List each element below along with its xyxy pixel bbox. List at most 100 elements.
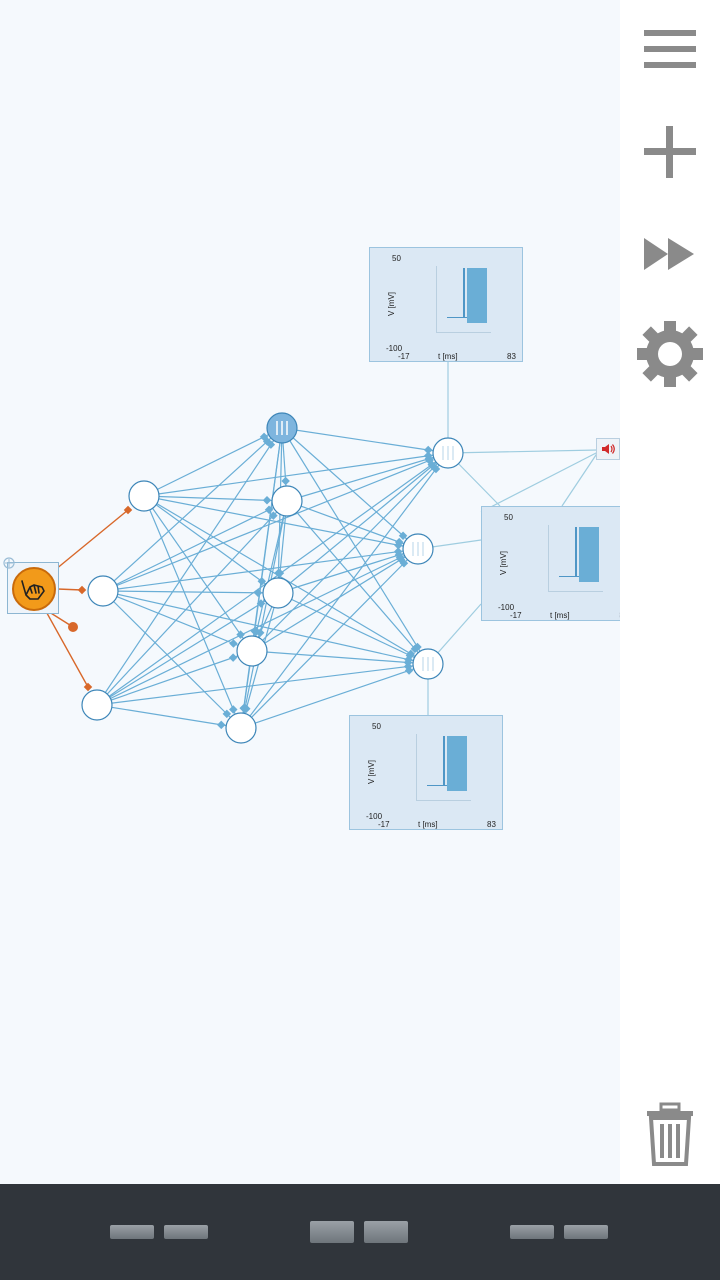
menu-button[interactable] xyxy=(628,8,712,92)
neuron-node[interactable] xyxy=(81,689,113,721)
nav-home-button[interactable] xyxy=(310,1214,408,1250)
settings-button[interactable] xyxy=(628,312,712,396)
synapse-edge xyxy=(240,500,288,729)
delete-button[interactable] xyxy=(628,1092,712,1176)
speaker-icon xyxy=(602,444,615,454)
synapse-terminal xyxy=(266,440,276,449)
neuron-nodes[interactable] xyxy=(81,412,464,744)
network-graph[interactable] xyxy=(0,0,620,1184)
nav-recent-button[interactable] xyxy=(510,1214,608,1250)
neuron-node[interactable] xyxy=(225,712,257,744)
scope-x-label: t [ms] xyxy=(418,820,438,829)
synapse-terminal xyxy=(228,653,238,662)
synapse-edge xyxy=(143,452,449,497)
synapse-edge xyxy=(143,495,253,652)
synapse-terminal xyxy=(281,476,290,486)
scope-y-min: -100 xyxy=(386,344,403,353)
trash-icon xyxy=(647,1102,693,1166)
scope-plot xyxy=(416,734,471,801)
synapse-edge xyxy=(286,500,429,665)
synapse-edge xyxy=(240,452,449,729)
synapse-edge xyxy=(277,452,449,594)
synapse-edge xyxy=(277,548,419,594)
synapse-edge xyxy=(251,500,288,652)
synapse-edge xyxy=(102,500,288,592)
synapse-terminal xyxy=(255,628,265,637)
synapse-edge xyxy=(96,427,283,706)
recent-apps-icon xyxy=(510,1225,554,1239)
synapse-edge xyxy=(251,452,449,652)
synapse-edge xyxy=(102,548,419,592)
voltage-scope-3[interactable]: 50 -100 -17 t [ms] 83 V [mV] xyxy=(349,715,503,830)
synapse-edge xyxy=(102,590,253,652)
plus-icon xyxy=(644,126,696,178)
add-button[interactable] xyxy=(628,110,712,194)
back-icon xyxy=(164,1225,208,1239)
move-handle-icon[interactable] xyxy=(2,556,16,570)
synapse-edge xyxy=(143,427,283,497)
scope-y-label: V [mV] xyxy=(499,550,508,575)
neuron-node[interactable] xyxy=(87,575,119,607)
neuron-node[interactable] xyxy=(402,533,434,565)
synapse-edge xyxy=(143,495,419,550)
synapse-terminal xyxy=(423,445,433,455)
simulate-button[interactable] xyxy=(628,212,712,296)
synapse-terminal xyxy=(398,531,408,540)
scope-y-min: -100 xyxy=(498,603,515,612)
synapse-edge xyxy=(240,548,419,729)
synapse-terminal xyxy=(399,558,409,568)
synapse-terminal xyxy=(404,666,414,675)
synapse-edge xyxy=(286,452,449,502)
synapse-edge xyxy=(102,452,449,592)
synapse-terminal xyxy=(229,705,238,714)
home-icon xyxy=(364,1221,408,1243)
input-terminal xyxy=(77,585,87,595)
network-canvas[interactable]: 50 -100 -17 t [ms] 83 V [mV] 50 -100 -17… xyxy=(0,0,635,1184)
neuron-node[interactable] xyxy=(266,412,298,444)
neuron-node[interactable] xyxy=(128,480,160,512)
synapse-edge xyxy=(96,500,288,706)
touch-sensor[interactable] xyxy=(7,562,59,614)
synapse-edge xyxy=(281,427,429,665)
synapse-edge xyxy=(277,592,429,665)
scope-y-max: 50 xyxy=(504,513,513,522)
synapse-terminal xyxy=(394,537,404,547)
speaker-link xyxy=(480,451,599,513)
speaker-link xyxy=(561,451,599,507)
scope-x-min: -17 xyxy=(398,352,410,361)
neuron-node[interactable] xyxy=(432,437,464,469)
neuron-node[interactable] xyxy=(271,485,303,517)
scope-x-max: 83 xyxy=(507,352,516,361)
hamburger-menu-icon xyxy=(644,30,696,68)
synapse-terminal xyxy=(217,720,226,730)
nav-back-button[interactable] xyxy=(110,1214,208,1250)
home-icon xyxy=(310,1221,354,1243)
gear-icon xyxy=(637,321,703,387)
scope-plot xyxy=(436,266,491,333)
synapse-edge xyxy=(281,427,419,550)
voltage-scope-1[interactable]: 50 -100 -17 t [ms] 83 V [mV] xyxy=(369,247,523,362)
scope-x-label: t [ms] xyxy=(438,352,458,361)
tool-sidebar xyxy=(620,0,720,1184)
synapse-terminal xyxy=(264,505,274,515)
synapse-edge xyxy=(251,650,429,665)
synapse-terminal xyxy=(410,644,420,654)
scope-y-max: 50 xyxy=(372,722,381,731)
finger-touch-icon xyxy=(12,567,56,611)
scope-plot xyxy=(548,525,603,592)
speaker-node[interactable] xyxy=(596,438,620,460)
scope-y-label: V [mV] xyxy=(387,291,396,316)
synapse-edge xyxy=(96,704,242,729)
scope-x-min: -17 xyxy=(378,820,390,829)
synapse-edge xyxy=(102,427,283,592)
synapse-edge xyxy=(281,427,449,454)
scope-x-min: -17 xyxy=(510,611,522,620)
synapse-edge xyxy=(96,650,253,706)
voltage-scope-2[interactable]: 50 -100 -17 t [ms] 83 V [mV] xyxy=(481,506,635,621)
scope-y-label: V [mV] xyxy=(367,759,376,784)
neuron-node[interactable] xyxy=(236,635,268,667)
neuron-node[interactable] xyxy=(412,648,444,680)
synapse-terminal xyxy=(424,454,434,463)
neuron-node[interactable] xyxy=(262,577,294,609)
synapse-terminal xyxy=(431,464,441,474)
